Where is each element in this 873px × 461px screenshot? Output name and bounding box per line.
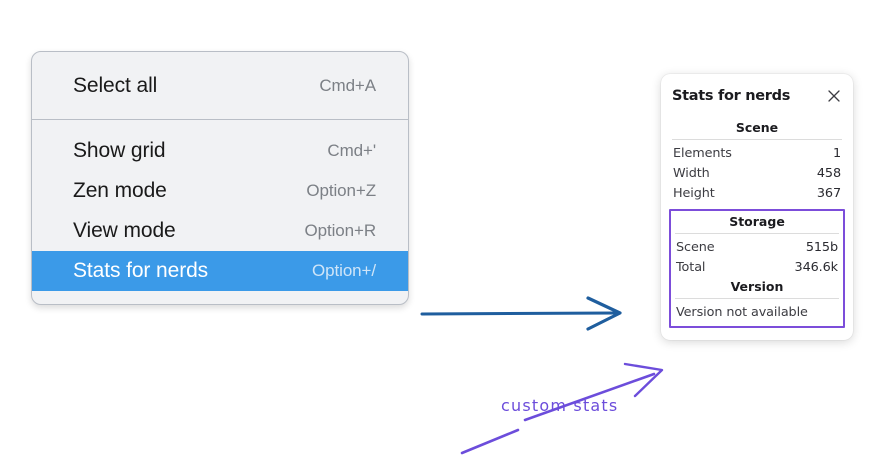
storage-heading: Storage <box>729 214 785 229</box>
stat-row-height: Height 367 <box>672 183 842 203</box>
context-menu[interactable]: Select all Cmd+A Show grid Cmd+' Zen mod… <box>31 51 409 305</box>
menu-section-2: Show grid Cmd+' Zen mode Option+Z View m… <box>32 120 408 304</box>
scene-divider <box>672 139 842 140</box>
stat-value: 515b <box>805 239 838 255</box>
stat-value: 346.6k <box>794 259 839 275</box>
menu-item-shortcut: Option+Z <box>306 181 376 200</box>
stat-row-elements: Elements 1 <box>672 143 842 163</box>
stats-panel-header: Stats for nerds <box>672 88 842 104</box>
menu-item-label: Show grid <box>73 139 166 162</box>
stat-value: 458 <box>816 165 841 181</box>
menu-item-stats-for-nerds[interactable]: Stats for nerds Option+/ <box>32 251 408 291</box>
blue-arrow-annotation <box>420 296 622 331</box>
storage-divider <box>675 233 839 234</box>
custom-stats-annotation-label: custom stats <box>501 396 619 415</box>
version-divider <box>675 298 839 299</box>
menu-item-view-mode[interactable]: View mode Option+R <box>32 211 408 251</box>
menu-item-select-all[interactable]: Select all Cmd+A <box>32 66 408 106</box>
menu-section-1: Select all Cmd+A <box>32 52 408 119</box>
scene-section: Scene Elements 1 Width 458 Height 367 <box>672 118 842 203</box>
menu-item-zen-mode[interactable]: Zen mode Option+Z <box>32 171 408 211</box>
stat-row-storage-scene: Scene 515b <box>675 237 839 257</box>
stats-for-nerds-panel: Stats for nerds Scene Elements 1 Width 4… <box>661 74 853 340</box>
stat-row-storage-total: Total 346.6k <box>675 257 839 277</box>
stats-panel-title: Stats for nerds <box>672 88 791 104</box>
stat-label: Height <box>673 185 715 201</box>
menu-item-shortcut: Cmd+' <box>327 141 376 160</box>
custom-stats-highlight-box: Storage Scene 515b Total 346.6k Version … <box>669 209 845 328</box>
storage-section: Storage Scene 515b Total 346.6k <box>675 212 839 277</box>
stat-label: Width <box>673 165 710 181</box>
menu-separator <box>32 119 408 120</box>
stat-value: 367 <box>816 185 841 201</box>
stat-label: Total <box>676 259 706 275</box>
stat-label: Scene <box>676 239 715 255</box>
menu-item-show-grid[interactable]: Show grid Cmd+' <box>32 131 408 171</box>
menu-item-shortcut: Option+R <box>304 221 377 240</box>
menu-item-label: Stats for nerds <box>73 259 209 282</box>
stat-label: Elements <box>673 145 732 161</box>
version-text: Version not available <box>676 305 808 320</box>
stat-row-width: Width 458 <box>672 163 842 183</box>
version-section: Version Version not available <box>675 277 839 323</box>
menu-item-shortcut: Option+/ <box>312 261 376 280</box>
scene-heading: Scene <box>735 120 779 135</box>
menu-item-label: Zen mode <box>73 179 167 202</box>
version-heading: Version <box>730 279 784 294</box>
stat-value: 1 <box>832 145 841 161</box>
menu-item-label: View mode <box>73 219 176 242</box>
close-icon[interactable] <box>826 88 842 104</box>
menu-item-shortcut: Cmd+A <box>319 76 376 95</box>
menu-item-label: Select all <box>73 74 158 97</box>
